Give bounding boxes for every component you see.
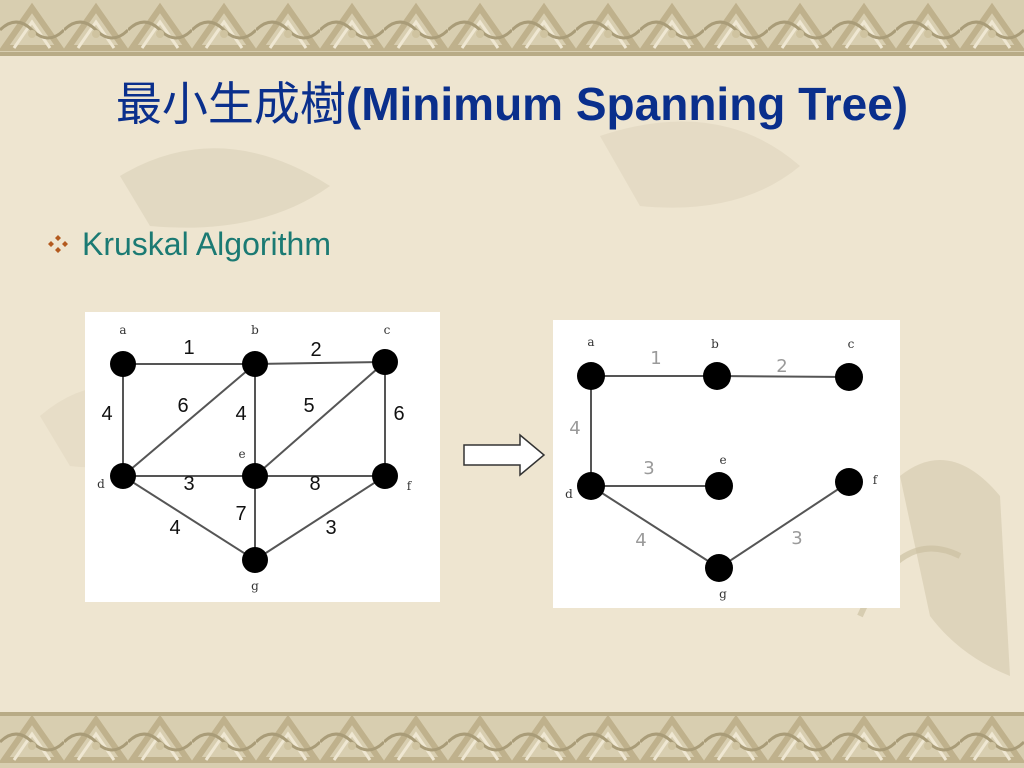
node-e	[705, 472, 733, 500]
edge-c-e	[254, 361, 386, 477]
edge-weight-d-e: 3	[643, 458, 654, 479]
node-label-d: d	[97, 477, 105, 491]
node-label-d: d	[565, 487, 573, 501]
arrow	[462, 433, 546, 482]
node-f	[835, 468, 863, 496]
edge-weight-a-b: 1	[650, 348, 661, 369]
bullet-text: Kruskal Algorithm	[82, 225, 331, 262]
node-label-b: b	[251, 323, 259, 337]
edge-weight-d-g: 4	[635, 530, 646, 551]
node-c	[372, 349, 398, 375]
edge-weight-a-d: 4	[101, 403, 112, 425]
node-c	[835, 363, 863, 391]
node-label-e: e	[719, 453, 726, 467]
node-label-f: f	[407, 479, 413, 493]
node-f	[372, 463, 398, 489]
edge-b-c	[254, 361, 386, 365]
node-a	[577, 362, 605, 390]
node-a	[110, 351, 136, 377]
title-english: (Minimum Spanning Tree)	[345, 78, 909, 130]
edge-weight-c-f: 6	[393, 403, 404, 425]
edge-f-g	[718, 481, 850, 569]
edge-b-d	[122, 363, 256, 477]
bullet-item: Kruskal Algorithm	[48, 222, 331, 266]
node-label-a: a	[587, 335, 594, 349]
node-g	[242, 547, 268, 573]
edge-weight-f-g: 3	[791, 528, 802, 549]
slide-title: 最小生成樹(Minimum Spanning Tree)	[60, 72, 964, 136]
edge-weight-a-d: 4	[569, 418, 580, 439]
edge-weight-b-c: 2	[310, 339, 321, 361]
node-label-b: b	[711, 337, 719, 351]
node-label-f: f	[873, 473, 879, 487]
edge-f-g	[254, 475, 386, 561]
four-diamond-bullet-icon	[48, 235, 68, 253]
edge-weight-e-f: 8	[309, 473, 320, 495]
edge-weight-d-g: 4	[169, 517, 180, 539]
edge-weight-a-b: 1	[183, 337, 194, 359]
edge-d-g	[590, 485, 720, 569]
right-arrow-icon	[463, 433, 546, 477]
node-label-a: a	[119, 323, 126, 337]
mst-graph: 1 2 4 3 4 3 a b c d e f g	[565, 335, 879, 601]
node-label-c: c	[384, 323, 391, 337]
edge-b-c	[716, 375, 850, 378]
edge-d-g	[122, 475, 256, 561]
mst-graph-panel: 1 2 4 3 4 3 a b c d e f g	[553, 320, 900, 608]
node-label-g: g	[251, 579, 259, 593]
edge-weight-c-e: 5	[303, 395, 314, 417]
edge-weight-b-c: 2	[776, 356, 787, 377]
node-e	[242, 463, 268, 489]
edge-weight-d-e: 3	[183, 473, 194, 495]
node-d	[577, 472, 605, 500]
edge-weight-b-e: 4	[235, 403, 246, 425]
edge-weight-e-g: 7	[235, 503, 246, 525]
title-chinese: 最小生成樹	[115, 77, 346, 131]
node-d	[110, 463, 136, 489]
edge-weight-f-g: 3	[325, 517, 336, 539]
node-g	[705, 554, 733, 582]
node-label-c: c	[848, 337, 855, 351]
decorative-border-bottom	[0, 712, 1024, 768]
edge-weight-b-d: 6	[177, 395, 188, 417]
node-label-e: e	[238, 447, 245, 461]
node-label-g: g	[719, 587, 727, 601]
decorative-border-top	[0, 0, 1024, 56]
node-b	[703, 362, 731, 390]
node-b	[242, 351, 268, 377]
